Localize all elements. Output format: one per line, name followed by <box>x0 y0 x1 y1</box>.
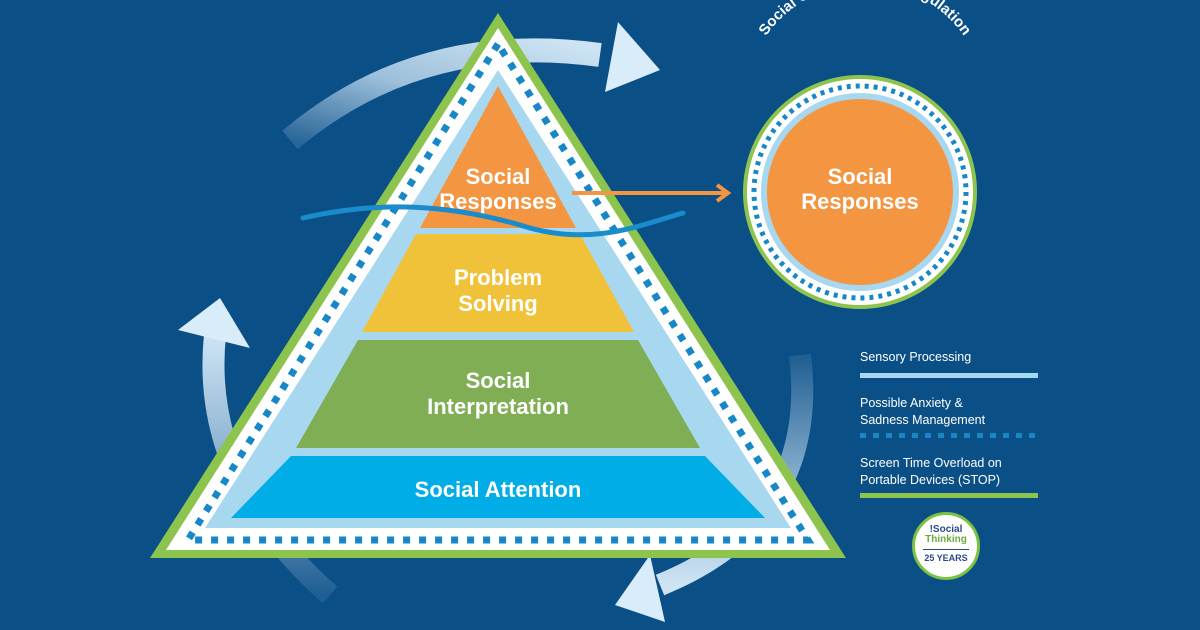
level-2-line2: Solving <box>458 291 537 316</box>
level-social-attention <box>231 456 765 518</box>
level-3-line1: Social <box>466 368 531 393</box>
logo-divider <box>923 549 969 550</box>
level-problem-solving <box>362 234 634 332</box>
circle-arc-title: Social Cognition Self-Regulation <box>756 0 975 39</box>
level-2-line1: Problem <box>454 265 542 290</box>
legend-label: Sensory Processing <box>860 350 972 364</box>
legend-label: Sadness Management <box>860 413 986 427</box>
level-4-label: Social Attention <box>415 477 582 502</box>
logo-line2: Thinking <box>925 534 967 545</box>
circle-line2: Responses <box>801 189 918 214</box>
legend-item-sensory: Sensory Processing <box>860 349 1040 366</box>
circle-orange <box>767 99 953 285</box>
level-1-line1: Social <box>466 164 531 189</box>
connector-arrow <box>572 183 732 203</box>
circle-dotted-border <box>751 83 969 301</box>
legend-swatch-solid-green <box>860 493 1038 498</box>
legend-label: Possible Anxiety & <box>860 396 963 410</box>
logo-line1: !Social <box>929 524 963 535</box>
pyramid-dotted-border <box>181 37 815 544</box>
circle-line1: Social <box>828 164 893 189</box>
legend-label: Portable Devices (STOP) <box>860 473 1001 487</box>
logo-years: 25 YEARS <box>924 553 968 563</box>
level-social-interpretation <box>296 340 700 448</box>
wave-line <box>300 204 686 238</box>
social-thinking-logo-badge: !Social Thinking 25 YEARS <box>912 512 980 580</box>
legend-item-screen-time: Screen Time Overload on Portable Devices… <box>860 455 1040 489</box>
legend-swatch-dotted-blue <box>860 433 1038 438</box>
legend-label: Screen Time Overload on <box>860 456 1002 470</box>
level-social-responses <box>420 86 576 228</box>
legend-swatch-solid-light-blue <box>860 373 1038 378</box>
circle-arc-title-text: Social Cognition Self-Regulation <box>756 0 975 39</box>
level-3-line2: Interpretation <box>427 394 569 419</box>
legend-item-anxiety: Possible Anxiety & Sadness Management <box>860 395 1040 429</box>
cycle-arrow-top <box>282 22 660 150</box>
